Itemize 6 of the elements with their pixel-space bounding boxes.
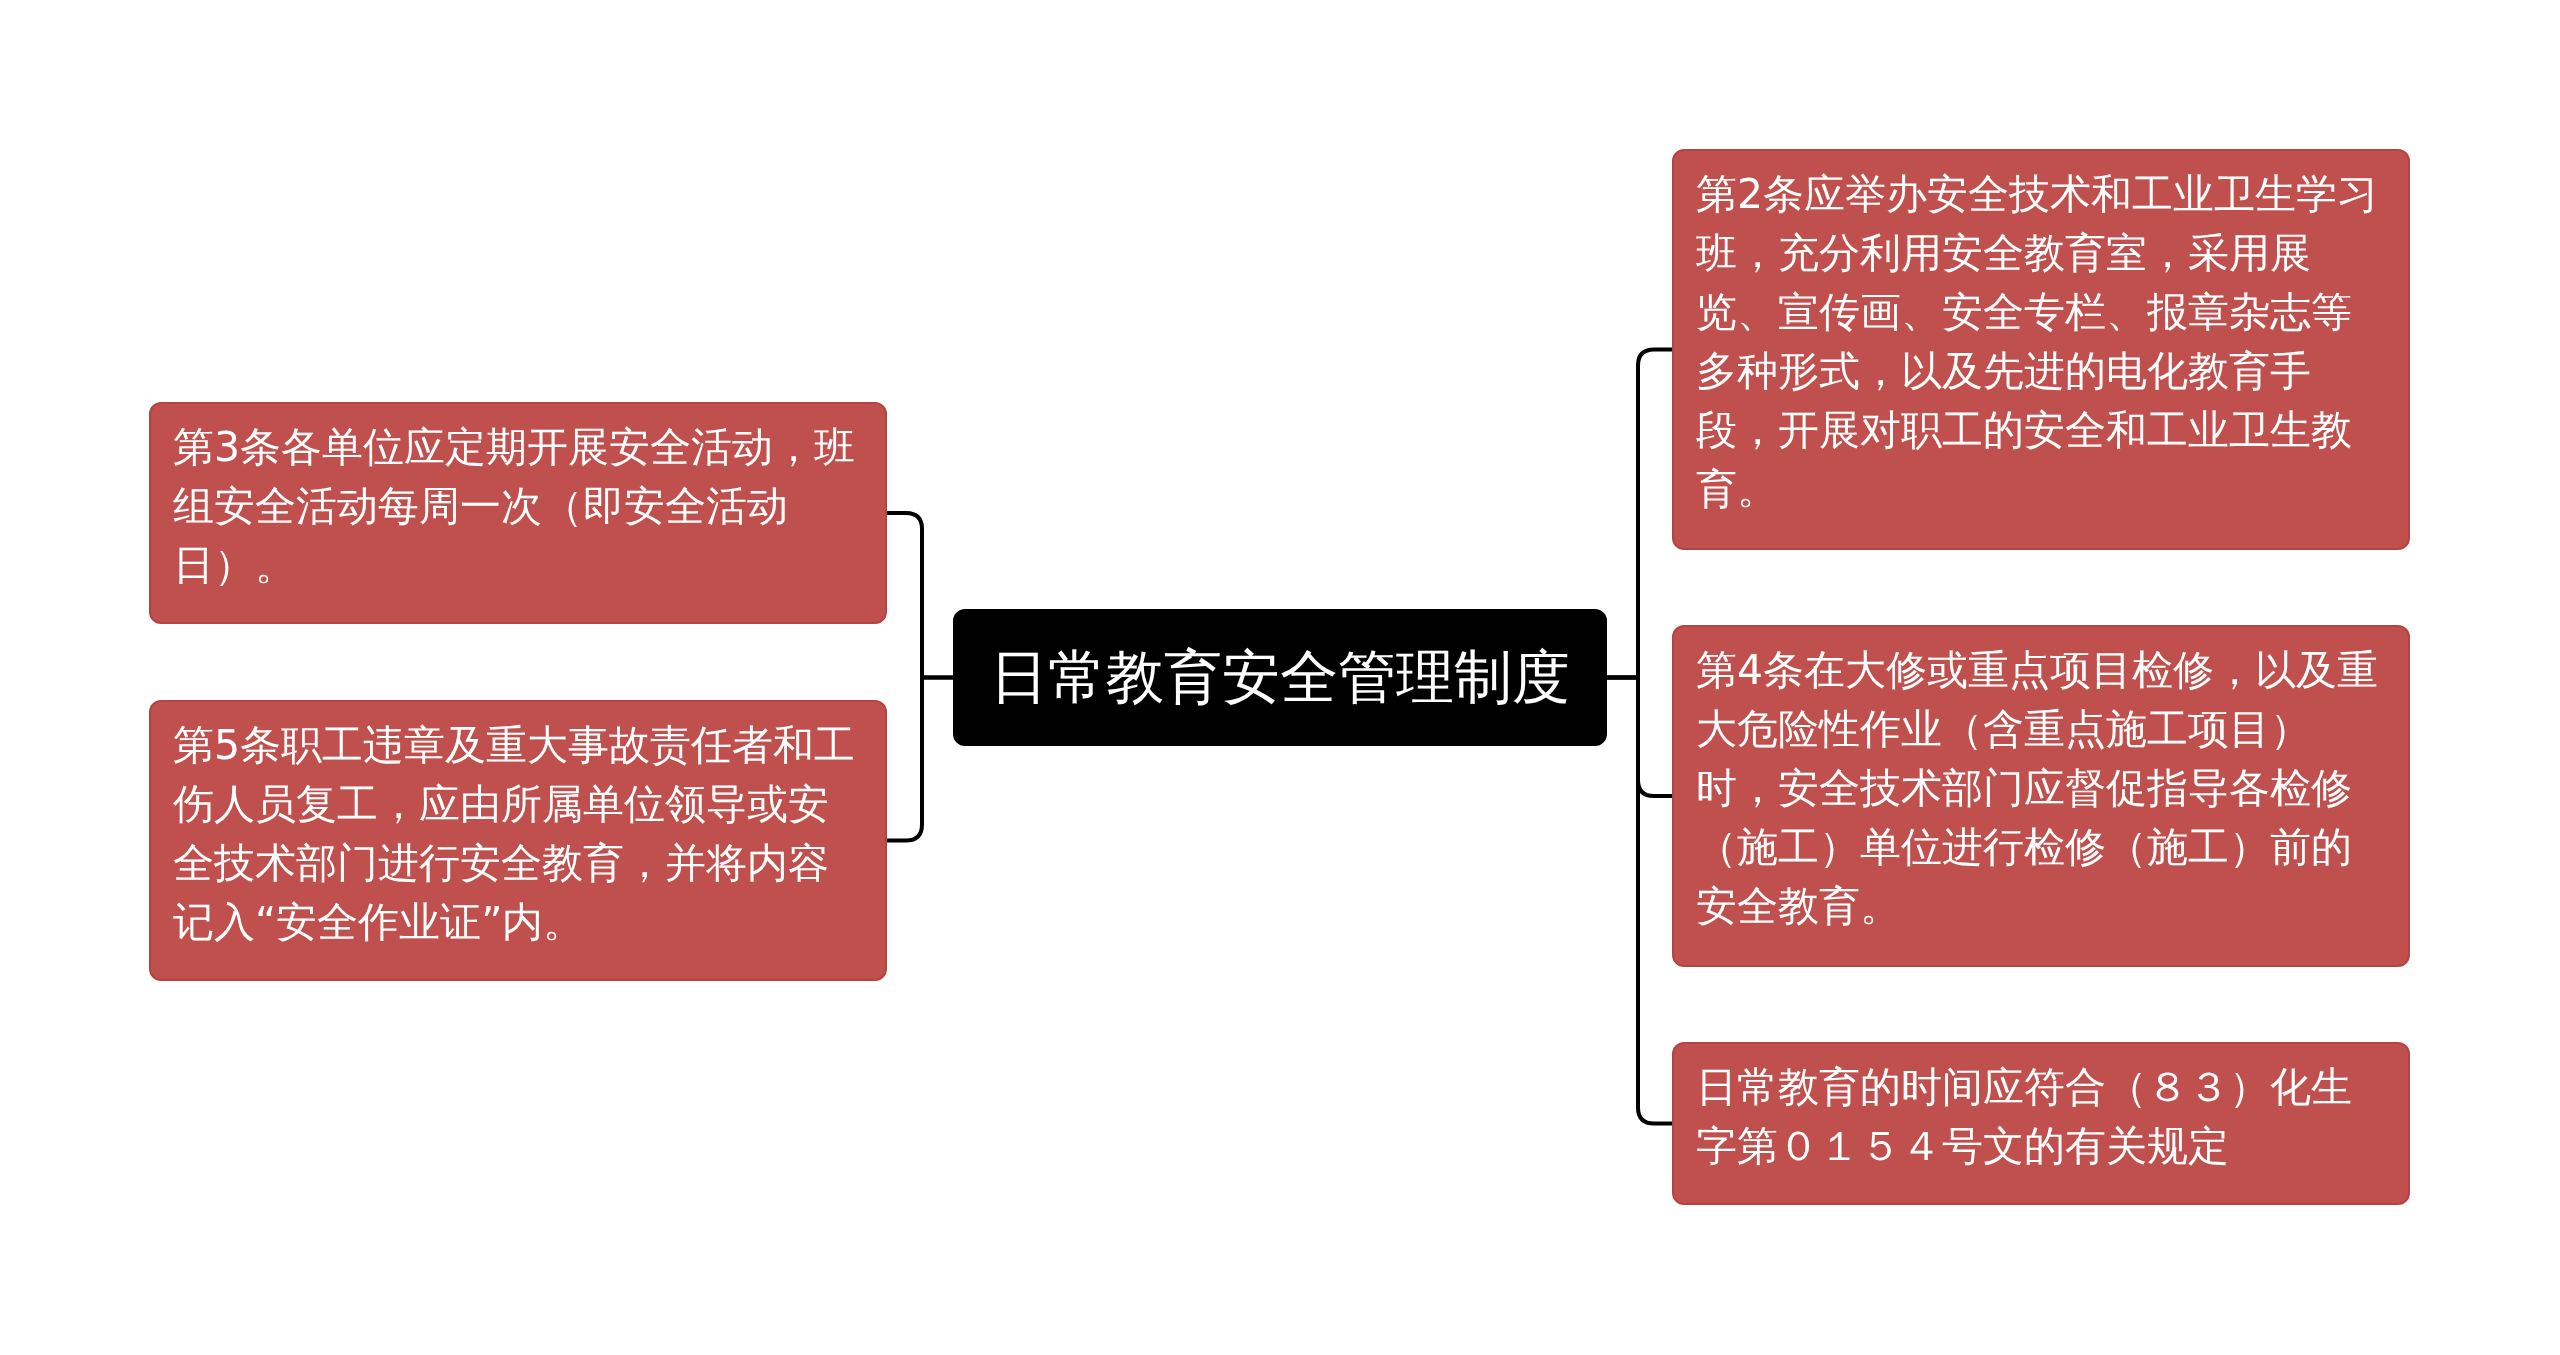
topic-box: 日常教育安全管理制度 <box>953 609 1607 746</box>
topic-card: 第4条在大修或重点项目检修，以及重大危险性作业（含重点施工项目）时，安全技术部门应督促指导各检修（施工）单位进行检修（施工）前的安全教育。 <box>1672 625 2410 967</box>
topic-card: 第5条职工违章及重大事故责任者和工伤人员复工，应由所属单位领导或安全技术部门进行安全教育，并将内容记入“安全作业证”内。 <box>149 700 887 981</box>
topic-card: 第3条各单位应定期开展安全活动，班组安全活动每周一次（即安全活动日）。 <box>149 402 887 624</box>
topic-card: 日常教育的时间应符合（８３）化生字第０１５４号文的有关规定 <box>1672 1042 2410 1205</box>
topic-card: 第2条应举办安全技术和工业卫生学习班，充分利用安全教育室，采用展览、宣传画、安全专栏、报章杂志等多种形式，以及先进的电化教育手段，开展对职工的安全和工业卫生教育。 <box>1672 149 2410 550</box>
